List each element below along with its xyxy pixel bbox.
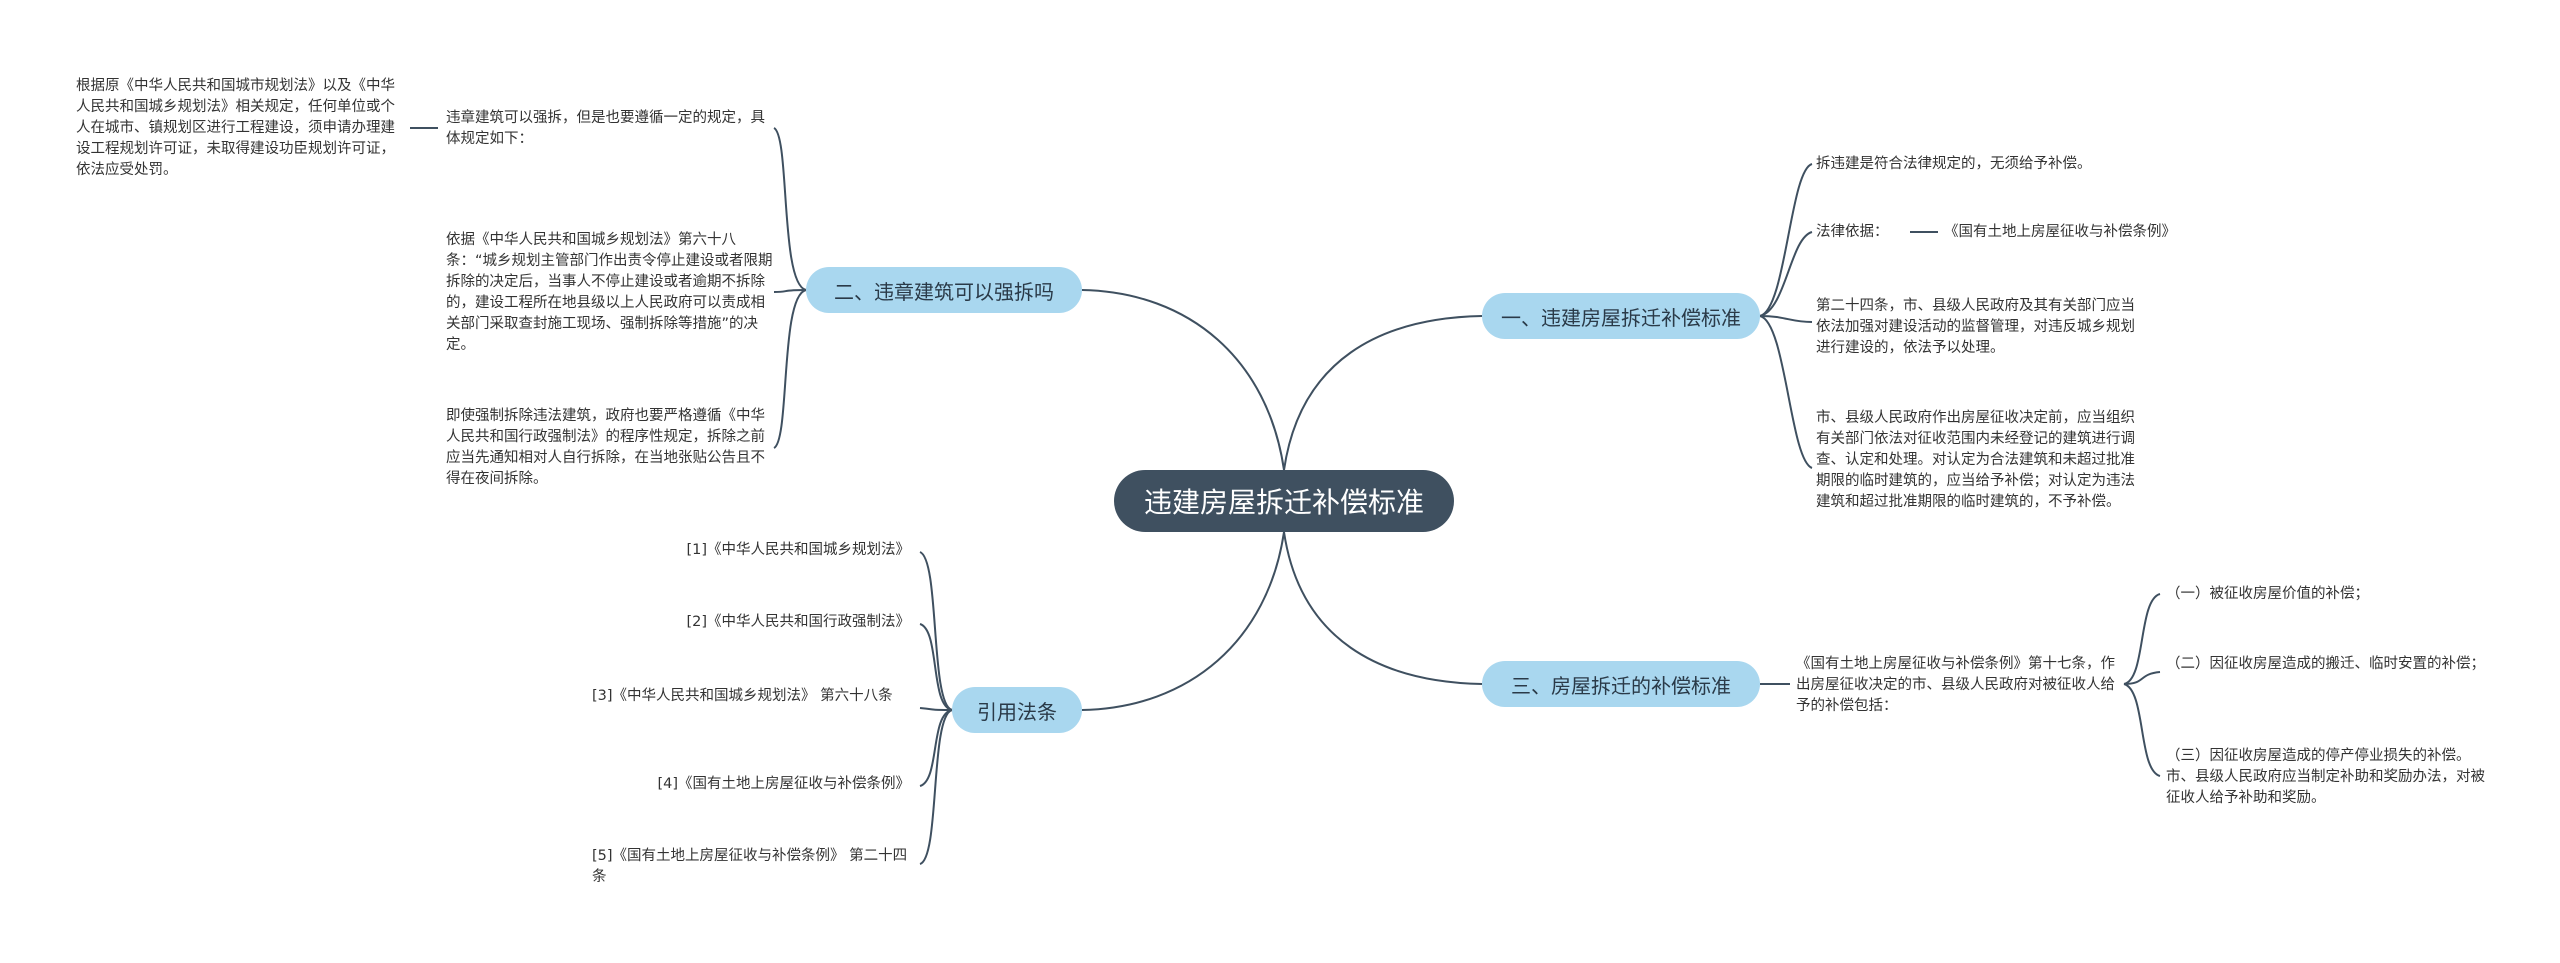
branch-forced-demolition[interactable]: 二、违章建筑可以强拆吗 bbox=[806, 267, 1082, 313]
leaf-no-compensation: 拆违建是符合法律规定的，无须给予补偿。 bbox=[1816, 156, 2092, 172]
leaf-house-value-compensation: （一）被征收房屋价值的补偿； bbox=[2166, 586, 2369, 602]
link-b4-r3 bbox=[919, 707, 953, 711]
leaf-article-68: 依据《中华人民共和国城乡规划法》第六十八条：“城乡规划主管部门作出责令停止建设或… bbox=[446, 232, 773, 353]
ref-2[interactable]: [2]《中华人民共和国行政强制法》 bbox=[686, 614, 910, 630]
leaf-business-loss-compensation: （三）因征收房屋造成的停产停业损失的补偿。市、县级人民政府应当制定补助和奖励办法… bbox=[2166, 748, 2485, 806]
ref-1[interactable]: [1]《中华人民共和国城乡规划法》 bbox=[686, 542, 910, 558]
leaf-expropriation-regulation: 《国有土地上房屋征收与补偿条例》 bbox=[1944, 224, 2176, 240]
link-b1-l1 bbox=[1759, 163, 1813, 317]
leaf-planning-law-basis: 根据原《中华人民共和国城市规划法》以及《中华人民共和国城乡规划法》相关规定，任何… bbox=[76, 78, 395, 178]
leaf-legal-basis: 法律依据： bbox=[1816, 224, 1889, 240]
link-b3-sub3 bbox=[2123, 683, 2161, 777]
ref-4[interactable]: [4]《国有土地上房屋征收与补偿条例》 bbox=[657, 776, 910, 792]
central-topic[interactable]: 违建房屋拆迁补偿标准 bbox=[1114, 470, 1454, 532]
link-b2-l4 bbox=[773, 289, 807, 449]
leaf-administrative-coercion: 即使强制拆除违法建筑，政府也要严格遵循《中华人民共和国行政强制法》的程序性规定，… bbox=[446, 408, 765, 487]
branch-compensation-standard[interactable]: 三、房屋拆迁的补偿标准 bbox=[1482, 661, 1760, 707]
link-b4-r2 bbox=[919, 623, 953, 711]
link-b3-sub2 bbox=[2123, 671, 2161, 685]
ref-5[interactable]: [5]《国有土地上房屋征收与补偿条例》 第二十四条 bbox=[592, 848, 908, 885]
link-b2-l1 bbox=[773, 127, 807, 291]
link-b1-l4 bbox=[1759, 315, 1813, 469]
link-b4-r4 bbox=[919, 709, 953, 787]
link-root-b4 bbox=[1081, 531, 1285, 711]
leaf-unregistered-buildings: 市、县级人民政府作出房屋征收决定前，应当组织有关部门依法对征收范围内未经登记的建… bbox=[1816, 410, 2135, 510]
link-b2-l3 bbox=[773, 289, 807, 293]
link-root-b2 bbox=[1081, 289, 1285, 471]
leaf-relocation-compensation: （二）因征收房屋造成的搬迁、临时安置的补偿； bbox=[2166, 656, 2485, 672]
link-b4-r5 bbox=[919, 709, 953, 865]
link-root-b1 bbox=[1283, 315, 1483, 471]
link-b1-l2 bbox=[1759, 231, 1813, 317]
leaf-article-24: 第二十四条，市、县级人民政府及其有关部门应当依法加强对建设活动的监督管理，对违反… bbox=[1816, 298, 2135, 356]
ref-3[interactable]: [3]《中华人民共和国城乡规划法》 第六十八条 bbox=[592, 688, 893, 704]
leaf-article-17: 《国有土地上房屋征收与补偿条例》第十七条，作出房屋征收决定的市、县级人民政府对被… bbox=[1796, 656, 2115, 714]
leaf-forced-demolition-rules: 违章建筑可以强拆，但是也要遵循一定的规定，具体规定如下： bbox=[446, 110, 765, 147]
branch-demolition-compensation-standard[interactable]: 一、违建房屋拆迁补偿标准 bbox=[1482, 293, 1760, 339]
link-root-b3 bbox=[1283, 531, 1483, 685]
link-b1-l3 bbox=[1759, 315, 1813, 323]
link-b3-sub1 bbox=[2123, 593, 2161, 685]
branch-cited-laws[interactable]: 引用法条 bbox=[952, 687, 1082, 733]
link-b4-r1 bbox=[919, 551, 953, 711]
